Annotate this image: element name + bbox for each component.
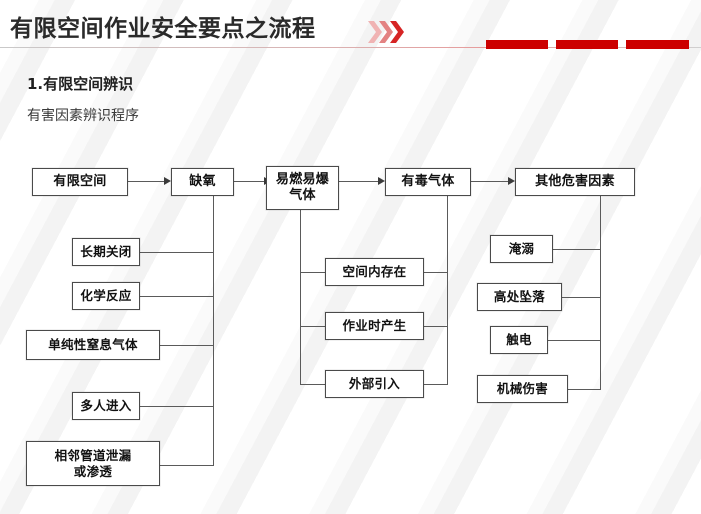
- node-generated-during-work[interactable]: 作业时产生: [325, 312, 424, 340]
- trunk-other-hazards: [600, 196, 602, 390]
- node-mechanical-injury[interactable]: 机械伤害: [477, 375, 568, 403]
- node-exists-in-space[interactable]: 空间内存在: [325, 258, 424, 286]
- trunk-flammable-gas: [300, 210, 302, 385]
- header-accent-block-3: [626, 40, 689, 49]
- header-accent-block-1: [486, 40, 548, 49]
- node-label-line2: 或渗透: [73, 463, 113, 479]
- header-accent-block-2: [556, 40, 618, 49]
- chevron-right-icon-3: [390, 21, 406, 43]
- branch-other-1: [553, 249, 601, 251]
- branch-other-2: [562, 297, 601, 299]
- branch-gas-left-1: [300, 272, 325, 274]
- branch-gas-left-2: [300, 326, 325, 328]
- trunk-toxic-gas: [447, 196, 449, 385]
- node-label-line1: 相邻管道泄漏: [54, 447, 132, 463]
- node-oxygen-deficiency[interactable]: 缺氧: [171, 168, 234, 196]
- trunk-oxygen: [213, 196, 215, 466]
- node-label-line1: 易燃易爆: [275, 171, 330, 187]
- node-multiple-entry[interactable]: 多人进入: [72, 392, 140, 420]
- connector-n1-n2: [128, 181, 165, 183]
- section-heading: 1.有限空间辨识: [27, 75, 134, 93]
- arrowhead-n1-n2: [164, 177, 171, 185]
- header-divider: [0, 47, 701, 48]
- branch-oxygen-3: [160, 345, 214, 347]
- branch-oxygen-1: [140, 252, 214, 254]
- chevron-right-icon-2: [379, 21, 395, 43]
- branch-gas-right-2: [424, 326, 448, 328]
- branch-other-3: [547, 340, 601, 342]
- node-confined-space[interactable]: 有限空间: [32, 168, 128, 196]
- branch-gas-right-1: [424, 272, 448, 274]
- branch-gas-left-3: [300, 384, 325, 386]
- connector-n3-n4: [339, 181, 379, 183]
- double-chevron-right-icon: [368, 21, 414, 43]
- node-flammable-explosive-gas[interactable]: 易燃易爆 气体: [266, 166, 339, 210]
- node-toxic-gas[interactable]: 有毒气体: [385, 168, 471, 196]
- node-chemical-reaction[interactable]: 化学反应: [72, 282, 140, 310]
- branch-other-4: [568, 389, 601, 391]
- node-other-hazard-factors[interactable]: 其他危害因素: [515, 168, 635, 196]
- node-label-line2: 气体: [289, 188, 316, 203]
- node-long-term-closure[interactable]: 长期关闭: [72, 238, 140, 266]
- node-simple-asphyxiant-gas[interactable]: 单纯性窒息气体: [26, 330, 160, 360]
- branch-oxygen-2: [140, 296, 214, 298]
- arrowhead-n3-n4: [378, 177, 385, 185]
- page-title: 有限空间作业安全要点之流程: [10, 16, 316, 42]
- branch-oxygen-4: [140, 406, 214, 408]
- branch-gas-right-3: [424, 384, 448, 386]
- connector-n2-n3: [234, 181, 266, 183]
- branch-oxygen-5: [160, 465, 214, 467]
- node-introduced-externally[interactable]: 外部引入: [325, 370, 424, 398]
- slide-header: 有限空间作业安全要点之流程: [0, 0, 701, 50]
- chevron-right-icon-1: [368, 21, 384, 43]
- connector-n4-n5: [471, 181, 509, 183]
- section-subheading: 有害因素辨识程序: [27, 108, 139, 124]
- arrowhead-n4-n5: [508, 177, 515, 185]
- node-drowning[interactable]: 淹溺: [490, 235, 553, 263]
- node-adjacent-pipe-leak[interactable]: 相邻管道泄漏 或渗透: [26, 441, 160, 486]
- node-fall-from-height[interactable]: 高处坠落: [477, 283, 562, 311]
- node-electric-shock[interactable]: 触电: [490, 326, 548, 354]
